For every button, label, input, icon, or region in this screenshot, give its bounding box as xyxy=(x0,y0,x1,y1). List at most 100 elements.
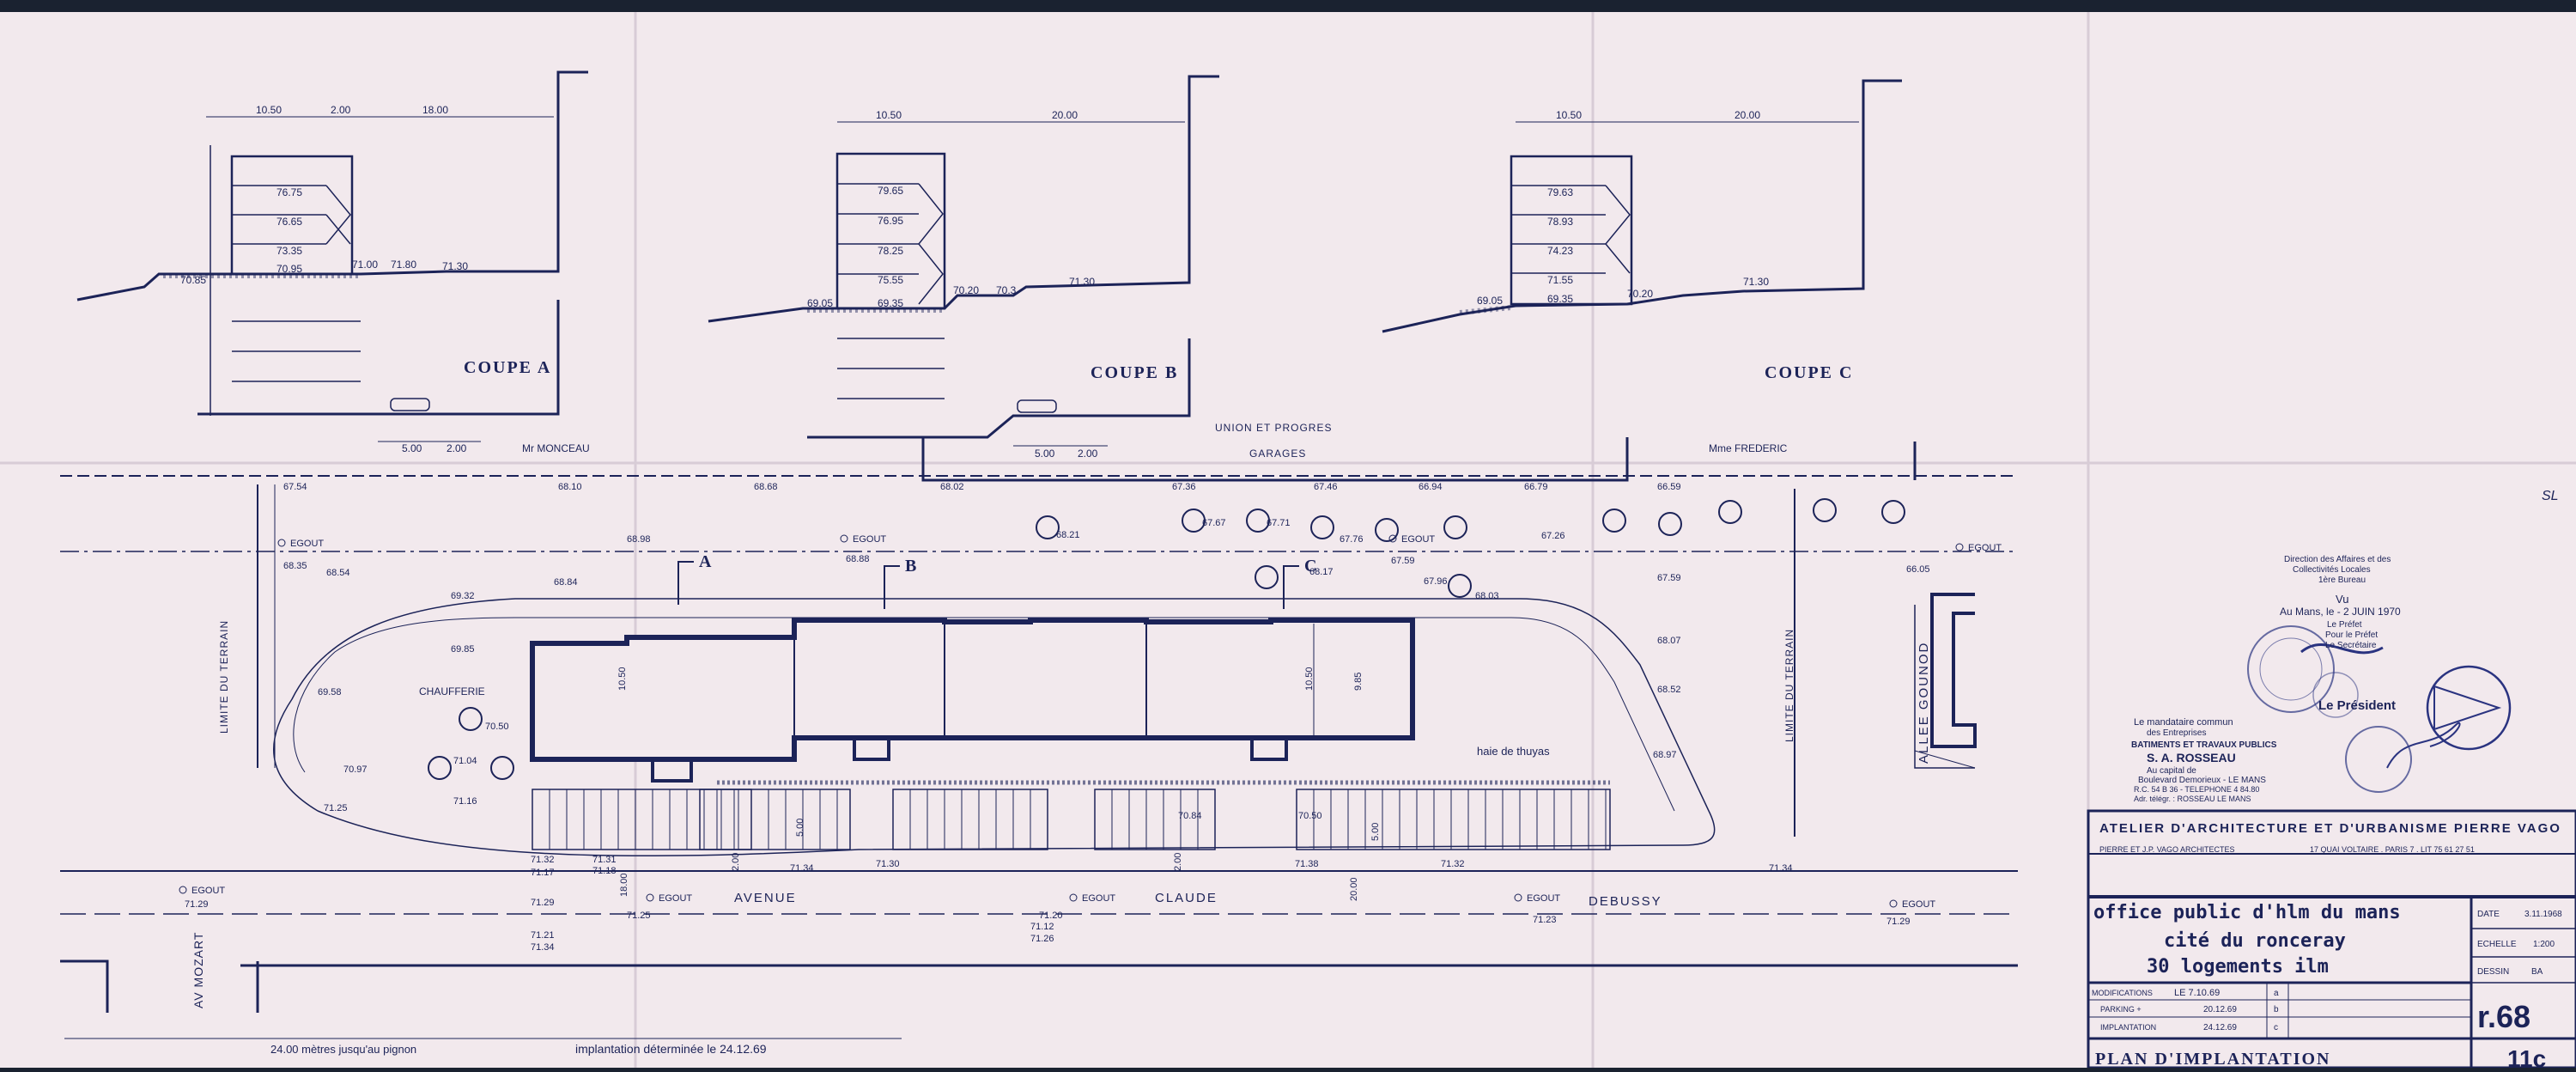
tree-icon xyxy=(1813,498,1837,522)
spot-level: 67.67 xyxy=(1202,518,1226,528)
section-c-labels: 10.50 20.00 79.63 78.93 74.23 71.55 69.3… xyxy=(1477,109,1851,454)
contractor-line-3: BATIMENTS ET TRAVAUX PUBLICS xyxy=(2131,740,2277,750)
spot-level: 71.04 xyxy=(453,756,477,766)
tree-icon xyxy=(459,707,483,731)
level-a-4: 70.95 xyxy=(276,263,302,275)
contractor-line-2: des Entreprises xyxy=(2147,728,2206,738)
top-level-label: 67.36 xyxy=(1172,482,1196,492)
tree-icon xyxy=(1602,509,1626,533)
sewer-marker-icon xyxy=(277,539,286,547)
client-name: office public d'hlm du mans xyxy=(2093,902,2401,923)
spot-level: 68.54 xyxy=(326,568,350,578)
pignon-note: 24.00 mètres jusqu'au pignon xyxy=(270,1043,416,1056)
neighbour-c: Mme FREDERIC xyxy=(1709,442,1788,454)
mod-1-label: MODIFICATIONS xyxy=(2092,989,2153,997)
dim-c-1: 10.50 xyxy=(1556,109,1582,121)
sewer-marker-icon xyxy=(646,893,654,902)
top-level-label: 67.54 xyxy=(283,482,307,492)
access-road xyxy=(272,598,1716,857)
spot-level: 71.18 xyxy=(592,866,617,876)
level-c-5: 69.35 xyxy=(1547,293,1573,305)
mod-2-label: PARKING + xyxy=(2100,1005,2142,1014)
spot-level: 68.21 xyxy=(1056,530,1080,540)
tree-icon xyxy=(1448,574,1472,598)
tree-icon xyxy=(1036,515,1060,539)
contractor-line-7: R.C. 54 B 36 - TELEPHONE 4 84.80 xyxy=(2134,785,2259,794)
approval-line-6: Le Préfet xyxy=(2327,620,2362,630)
spot-level: 71.32 xyxy=(1441,859,1465,869)
scale-label: ECHELLE xyxy=(2477,940,2517,949)
spot-level: 68.98 xyxy=(627,534,651,545)
spot-level: 67.26 xyxy=(1541,531,1565,541)
spot-level: 71.25 xyxy=(324,803,348,813)
level-c-7: 70.20 xyxy=(1627,288,1653,300)
atelier-address: 17 QUAI VOLTAIRE . PARIS 7 . LIT 75 61 2… xyxy=(2310,845,2475,854)
sewer-marker-icon xyxy=(1388,534,1397,543)
neighbour-b-1: UNION ET PROGRES xyxy=(1215,422,1332,434)
stamps xyxy=(2247,625,2512,793)
tree-icon xyxy=(428,756,452,780)
contractor-line-5: Au capital de xyxy=(2147,766,2196,776)
sewer-marker-icon xyxy=(1514,893,1522,902)
section-b-building xyxy=(835,152,946,310)
sewer-label: EGOUT xyxy=(659,893,692,904)
level-b-9: 71.30 xyxy=(1069,276,1095,288)
dim-b-2: 20.00 xyxy=(1052,109,1078,121)
plan-dimension: 18.00 xyxy=(619,873,629,897)
level-b-4: 75.55 xyxy=(878,274,903,286)
tree-icon xyxy=(1375,518,1399,542)
parking-a-2: 2.00 xyxy=(447,442,467,454)
dim-a-3: 18.00 xyxy=(422,104,448,116)
spot-level: 67.59 xyxy=(1657,573,1681,583)
plan-dimension: 10.50 xyxy=(1304,667,1315,691)
section-a-title: COUPE A xyxy=(464,358,551,377)
dim-b-1: 10.50 xyxy=(876,109,902,121)
president-label: Le Président xyxy=(2318,698,2396,713)
spot-level: 71.23 xyxy=(1533,915,1557,925)
site-plan xyxy=(60,475,2018,1039)
atelier-name: ATELIER D'ARCHITECTURE ET D'URBANISME PI… xyxy=(2099,821,2561,836)
plan-dimension: 20.00 xyxy=(1349,877,1359,901)
spot-level: 71.34 xyxy=(1769,863,1793,874)
contractor-line-4: S. A. ROSSEAU xyxy=(2147,751,2236,764)
top-level-label: 66.59 xyxy=(1657,482,1681,492)
top-level-label: 68.02 xyxy=(940,482,964,492)
sewer-label: EGOUT xyxy=(191,886,225,896)
spot-level: 67.96 xyxy=(1424,576,1448,587)
approval-line-2: Collectivités Locales xyxy=(2293,565,2371,575)
tree-icon xyxy=(1310,515,1334,539)
level-a-3: 73.35 xyxy=(276,245,302,257)
dim-c-2: 20.00 xyxy=(1735,109,1760,121)
top-level-label: 68.68 xyxy=(754,482,778,492)
tree-icon xyxy=(1182,509,1206,533)
street-debussy: DEBUSSY xyxy=(1589,894,1662,909)
plan-dimension: 2.00 xyxy=(731,853,741,871)
spot-level: 70.50 xyxy=(485,722,509,732)
level-b-7: 70.20 xyxy=(953,284,979,296)
spot-level: 71.26 xyxy=(1030,934,1054,944)
spot-level: 68.17 xyxy=(1309,567,1334,577)
spot-level: 71.16 xyxy=(453,796,477,807)
sewer-marker-icon xyxy=(179,886,187,894)
spot-level: 69.58 xyxy=(318,687,342,697)
sewer-marker-icon xyxy=(1069,893,1078,902)
section-a xyxy=(76,70,588,442)
mod-2-code: b xyxy=(2274,1005,2279,1014)
label-limite-left: LIMITE DU TERRAIN xyxy=(218,620,230,734)
spot-level: 71.31 xyxy=(592,855,617,865)
parking-bays xyxy=(532,789,1611,850)
project-line-2: 30 logements ilm xyxy=(2147,956,2329,978)
approval-line-1: Direction des Affaires et des xyxy=(2284,555,2391,564)
label-av-mozart: AV MOZART xyxy=(191,932,205,1008)
level-a-2: 76.65 xyxy=(276,216,302,228)
level-c-2: 78.93 xyxy=(1547,216,1573,228)
title-block xyxy=(2087,809,2576,1069)
spot-level: 68.52 xyxy=(1657,685,1681,695)
level-c-6: 69.05 xyxy=(1477,295,1503,307)
contractor-line-8: Adr. télégr. : ROSSEAU LE MANS xyxy=(2134,795,2251,803)
drawn-label: DESSIN xyxy=(2477,967,2509,977)
architects-name: PIERRE ET J.P. VAGO ARCHITECTES xyxy=(2099,845,2235,854)
plan-dimension: 5.00 xyxy=(795,819,805,837)
spot-level: 71.30 xyxy=(876,859,900,869)
level-a-5: 70.85 xyxy=(180,274,206,286)
